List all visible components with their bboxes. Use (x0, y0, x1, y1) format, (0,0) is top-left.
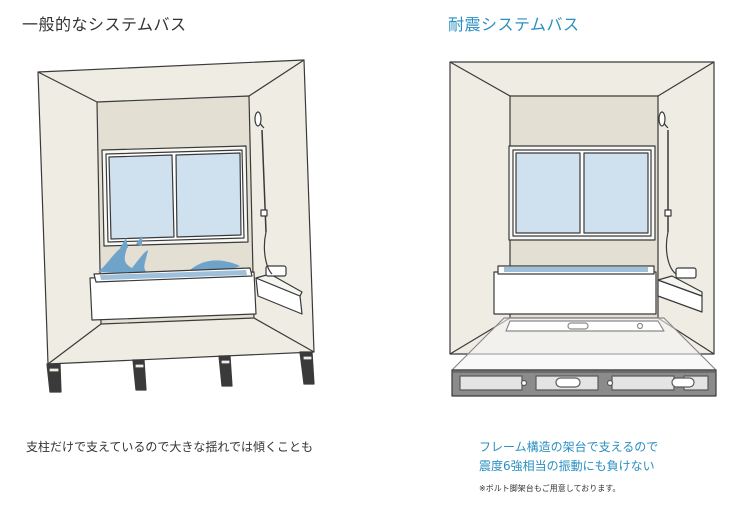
left-window (101, 145, 249, 247)
right-caption-line-2: 震度6強相当の振動にも負けない (479, 459, 655, 473)
left-shower (254, 111, 273, 275)
frame-platform (451, 317, 717, 397)
right-faucet (675, 267, 697, 279)
right-bathtub (493, 265, 657, 315)
ordinary-bath-unit (37, 59, 315, 393)
right-shower (658, 111, 677, 275)
right-window (508, 145, 656, 241)
left-title: 一般的なシステムバス (22, 15, 187, 34)
earthquake-resistant-bath-unit (449, 61, 717, 397)
left-bathtub (89, 267, 257, 321)
left-caption: 支柱だけで支えているので大きな揺れでは傾くことも (26, 440, 314, 454)
right-caption-line-1: フレーム構造の架台で支えるので (479, 440, 659, 454)
right-title: 耐震システムバス (448, 15, 580, 34)
footnote: ※ボルト脚架台もご用意しております。 (479, 484, 621, 493)
